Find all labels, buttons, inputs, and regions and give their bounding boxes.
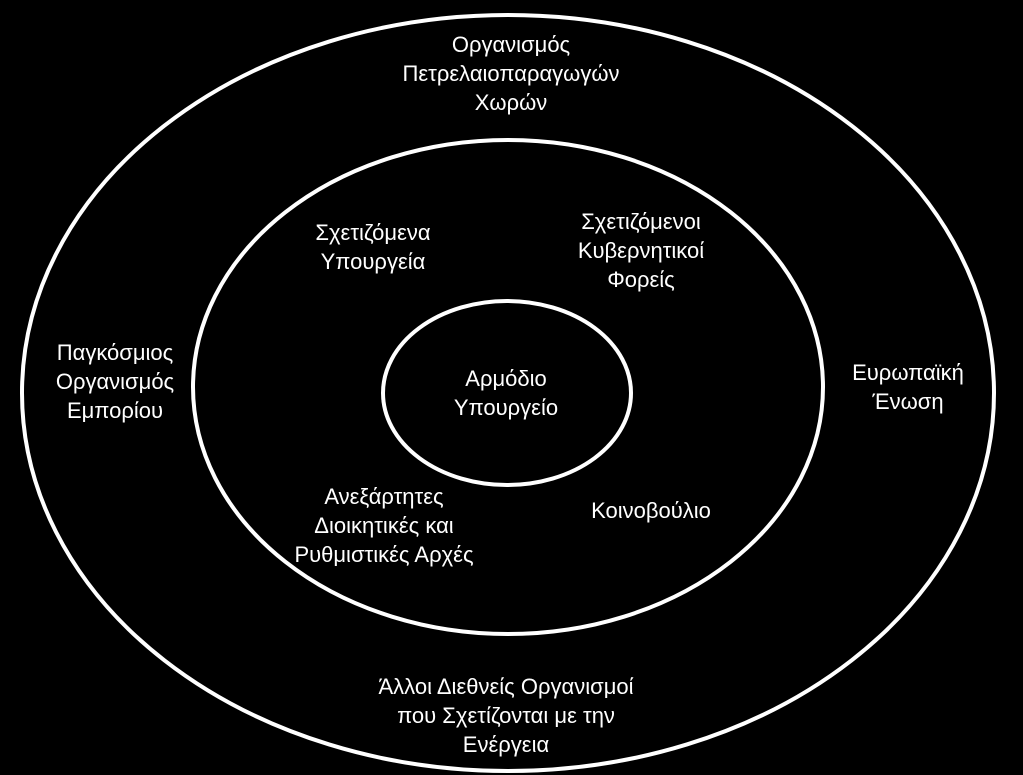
label-line: Παγκόσμιος <box>56 340 174 365</box>
label-line: Ενέργεια <box>462 732 550 757</box>
label-line: Ευρωπαϊκή <box>852 360 964 385</box>
label-related-government-bodies: Σχετιζόμενοι Κυβερνητικοί Φορείς <box>521 207 761 294</box>
label-line: Οργανισμός <box>55 369 175 394</box>
label-opec: Οργανισμός Πετρελαιοπαραγωγών Χωρών <box>311 30 711 117</box>
label-line: Εμπορίου <box>66 398 164 423</box>
label-other-international-orgs: Άλλοι Διεθνείς Οργανισμοί που Σχετίζοντα… <box>306 672 706 759</box>
inner-ellipse <box>381 299 633 487</box>
label-line: Κυβερνητικοί <box>577 238 705 263</box>
label-line: Κοινοβούλιο <box>591 498 711 523</box>
label-line: Ανεξάρτητες <box>324 484 444 509</box>
label-line: Σχετιζόμενοι <box>581 209 701 234</box>
label-line: Πετρελαιοπαραγωγών <box>402 61 620 86</box>
label-line: Αρμόδιο <box>465 366 547 391</box>
label-line: Ένωση <box>872 389 944 414</box>
label-line: Υπουργείο <box>453 395 559 420</box>
label-line: Άλλοι Διεθνείς Οργανισμοί <box>378 674 634 699</box>
label-line: Διοικητικές και <box>314 513 454 538</box>
label-line: Φορείς <box>607 267 675 292</box>
label-line: Χωρών <box>474 90 548 115</box>
label-line: Σχετιζόμενα <box>315 220 431 245</box>
label-wto: Παγκόσμιος Οργανισμός Εμπορίου <box>15 338 215 425</box>
label-line: που Σχετίζονται με την <box>397 703 615 728</box>
label-line: Υπουργεία <box>320 249 426 274</box>
outer-ellipse <box>20 13 996 773</box>
label-independent-authorities: Ανεξάρτητες Διοικητικές και Ρυθμιστικές … <box>234 482 534 569</box>
label-competent-ministry: Αρμόδιο Υπουργείο <box>406 364 606 422</box>
label-european-union: Ευρωπαϊκή Ένωση <box>808 358 1008 416</box>
label-line: Ρυθμιστικές Αρχές <box>294 542 474 567</box>
label-line: Οργανισμός <box>451 32 571 57</box>
middle-ellipse <box>191 138 825 636</box>
label-parliament: Κοινοβούλιο <box>531 496 771 525</box>
label-related-ministries: Σχετιζόμενα Υπουργεία <box>253 218 493 276</box>
